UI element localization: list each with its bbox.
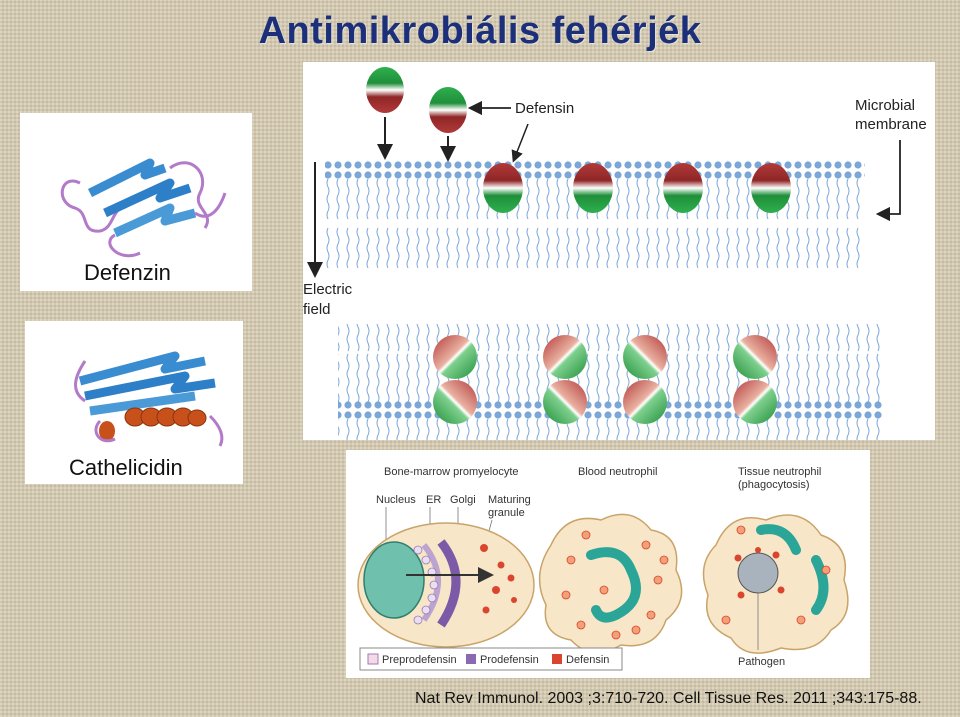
defensin-molecule — [751, 163, 791, 213]
pathogen-label: Pathogen — [738, 656, 785, 668]
golgi-label: Golgi — [450, 494, 476, 506]
electric-field-label-line2: field — [303, 301, 331, 318]
lower-membrane — [338, 324, 883, 440]
defensin-structure-panel: Defenzin — [20, 113, 252, 291]
nucleus-label: Nucleus — [376, 494, 416, 506]
neutrophil-diagram-svg: Bone-marrow promyelocyte Blood neutrophi… — [346, 450, 870, 678]
maturing-granule-label-line1: Maturing — [488, 494, 531, 506]
tissue-neutrophil-cell — [704, 515, 848, 653]
stage-tissue-neutrophil-label-line2: (phagocytosis) — [738, 479, 810, 491]
defensin-molecule — [573, 163, 613, 213]
defensin-molecule — [429, 87, 467, 133]
defensin-molecule — [663, 163, 703, 213]
microbial-membrane-label-line1: Microbial — [855, 97, 915, 114]
legend: Preprodefensin Prodefensin Defensin — [360, 648, 622, 670]
blood-neutrophil-cell — [540, 514, 682, 652]
defensin-label: Defensin — [515, 100, 574, 117]
cathelicidin-structure-panel: Cathelicidin — [25, 321, 243, 484]
electric-field-label-line1: Electric — [303, 281, 353, 298]
membrane-diagram-svg: Defensin Microbial membrane Electric fie… — [303, 62, 935, 440]
legend-defensin: Defensin — [566, 654, 609, 666]
microbial-membrane-label-line2: membrane — [855, 116, 927, 133]
neutrophil-maturation-diagram: Bone-marrow promyelocyte Blood neutrophi… — [346, 450, 870, 678]
cathelicidin-caption: Cathelicidin — [69, 455, 183, 481]
defensin-molecule — [366, 67, 404, 113]
promyelocyte-cell — [358, 523, 534, 647]
legend-preprodefensin: Preprodefensin — [382, 654, 457, 666]
stage-promyelocyte-label: Bone-marrow promyelocyte — [384, 466, 519, 478]
stage-tissue-neutrophil-label-line1: Tissue neutrophil — [738, 466, 821, 478]
nucleus-shape — [364, 542, 424, 618]
defensin-caption: Defenzin — [84, 260, 171, 286]
stage-blood-neutrophil-label: Blood neutrophil — [578, 466, 658, 478]
slide-title: Antimikrobiális fehérjék — [0, 10, 960, 53]
pathogen-shape — [738, 553, 778, 593]
maturing-granule-label-line2: granule — [488, 507, 525, 519]
legend-prodefensin: Prodefensin — [480, 654, 539, 666]
er-label: ER — [426, 494, 441, 506]
membrane-mechanism-diagram: Defensin Microbial membrane Electric fie… — [303, 62, 935, 440]
citation: Nat Rev Immunol. 2003 ;3:710-720. Cell T… — [415, 690, 922, 708]
defensin-molecule — [483, 163, 523, 213]
